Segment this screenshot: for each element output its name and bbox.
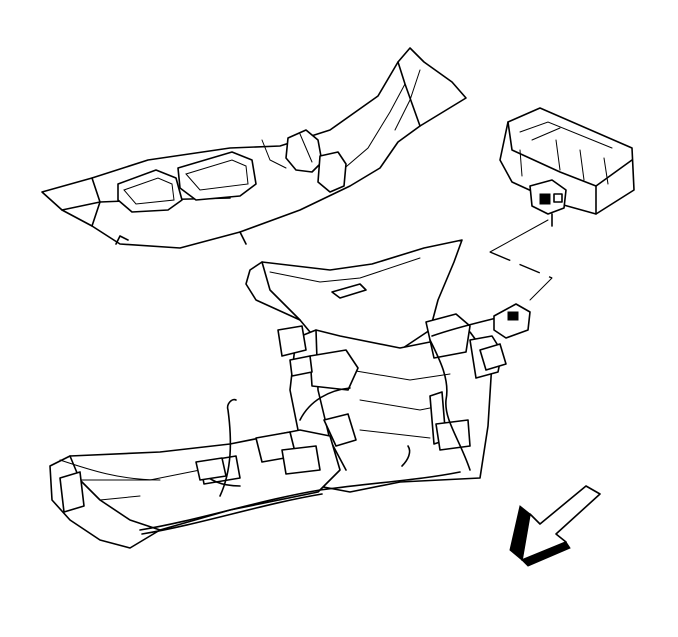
front-direction-arrow <box>509 485 601 567</box>
console-base-drawing <box>49 239 503 549</box>
connector-reference-line <box>489 219 553 301</box>
console-trim-cover-drawing <box>41 47 467 249</box>
wiring-harness-drawing <box>59 303 531 535</box>
module-drawing <box>499 107 635 227</box>
